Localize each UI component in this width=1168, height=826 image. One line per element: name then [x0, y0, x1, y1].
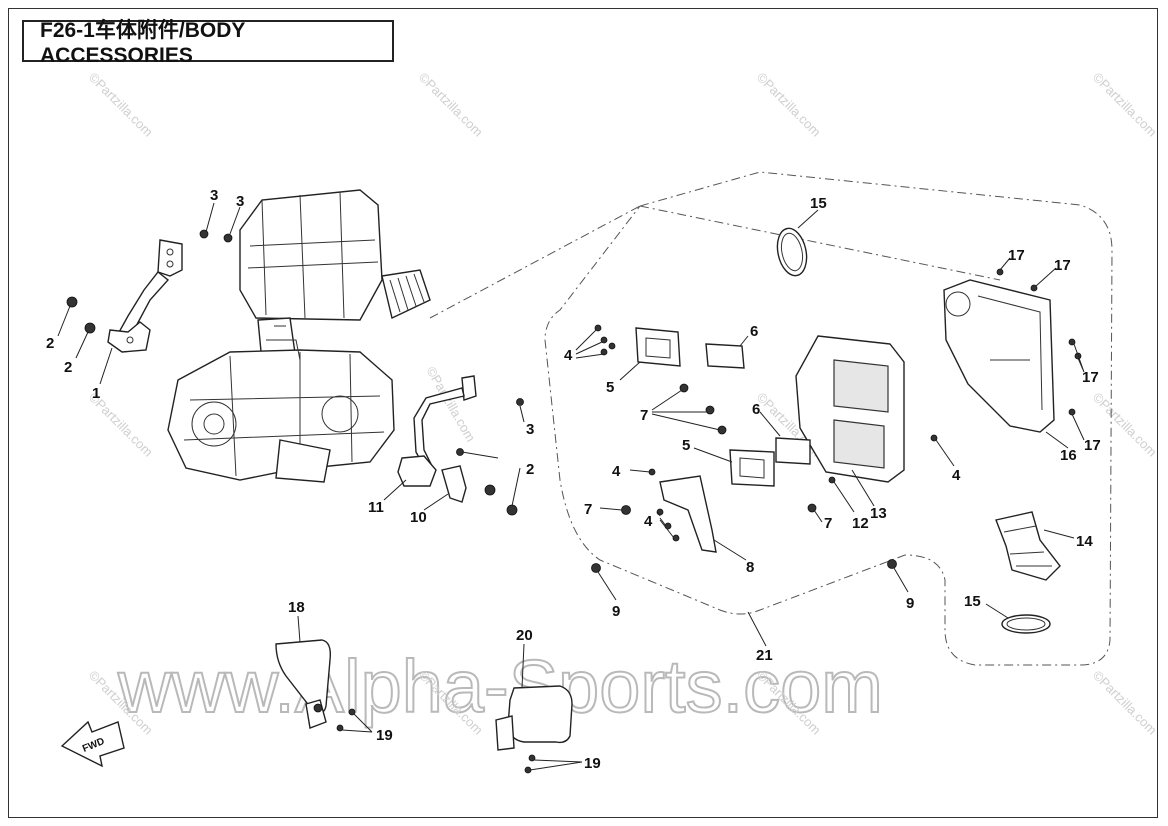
watermark-small: ©Partzilla.com — [416, 70, 486, 140]
ring-clamp-15 — [776, 227, 1051, 634]
callout-8: 8 — [746, 559, 754, 576]
bracket-part-1 — [107, 239, 183, 353]
callout-3: 3 — [236, 193, 244, 210]
callout-4: 4 — [644, 513, 653, 530]
callout-2: 2 — [64, 359, 72, 376]
callout-13: 13 — [870, 505, 887, 522]
callout-17: 17 — [1054, 257, 1071, 274]
callout-4: 4 — [612, 463, 621, 480]
callout-2: 2 — [526, 461, 534, 478]
valve-part-5 — [635, 327, 775, 487]
callout-4: 4 — [952, 467, 961, 484]
mirror-part-18 — [275, 639, 356, 732]
mirror-part-20 — [495, 685, 573, 774]
callout-3: 3 — [210, 187, 218, 204]
drawing-frame — [8, 8, 1158, 818]
gasket-part-6 — [705, 343, 811, 465]
watermark-small: ©Partzilla.com — [1090, 70, 1160, 140]
callout-labels: 3 3 2 2 1 3 2 11 10 4 5 6 7 5 6 4 7 4 8 … — [46, 187, 1101, 772]
callout-17: 17 — [1008, 247, 1025, 264]
callout-18: 18 — [288, 599, 305, 616]
bolt-group-left — [66, 229, 524, 516]
filter-housing-13 — [795, 335, 905, 483]
intake-hose-14 — [995, 511, 1061, 581]
watermark-small: ©Partzilla.com — [1090, 668, 1160, 738]
callout-6: 6 — [750, 323, 758, 340]
callout-19: 19 — [584, 755, 601, 772]
callout-9: 9 — [906, 595, 914, 612]
callout-17: 17 — [1082, 369, 1099, 386]
callout-7: 7 — [640, 407, 648, 424]
callout-14: 14 — [1076, 533, 1093, 550]
callout-1: 1 — [92, 385, 100, 402]
callout-12: 12 — [852, 515, 869, 532]
callout-17: 17 — [1084, 437, 1101, 454]
bracket-part-8 — [659, 475, 717, 553]
callout-7: 7 — [824, 515, 832, 532]
callout-10: 10 — [410, 509, 427, 526]
callout-21: 21 — [756, 647, 773, 664]
callout-5: 5 — [682, 437, 690, 454]
bracket-part-11 — [397, 375, 477, 487]
callout-9: 9 — [612, 603, 620, 620]
reference-line — [639, 205, 1001, 281]
reference-line — [429, 205, 641, 319]
callout-19: 19 — [376, 727, 393, 744]
duct-housing-16 — [943, 279, 1055, 433]
watermark-main: www.Alpha-Sports.com — [117, 645, 883, 728]
watermark-small: ©Partzilla.com — [754, 70, 824, 140]
leader-lines — [57, 202, 1085, 771]
page-title: F26-1车体附件/BODY ACCESSORIES — [22, 19, 394, 67]
callout-2: 2 — [46, 335, 54, 352]
callout-16: 16 — [1060, 447, 1077, 464]
callout-6: 6 — [752, 401, 760, 418]
engine-assembly — [167, 189, 431, 483]
fwd-arrow-icon: FWD — [60, 720, 125, 768]
watermark-small: ©Partzilla.com — [86, 70, 156, 140]
callout-7: 7 — [584, 501, 592, 518]
callout-15: 15 — [810, 195, 827, 212]
callout-3: 3 — [526, 421, 534, 438]
callout-4: 4 — [564, 347, 573, 364]
callout-20: 20 — [516, 627, 533, 644]
bracket-part-10 — [441, 465, 467, 503]
assembly-outline — [544, 171, 1113, 666]
callout-15: 15 — [964, 593, 981, 610]
callout-11: 11 — [368, 499, 384, 516]
callout-5: 5 — [606, 379, 614, 396]
